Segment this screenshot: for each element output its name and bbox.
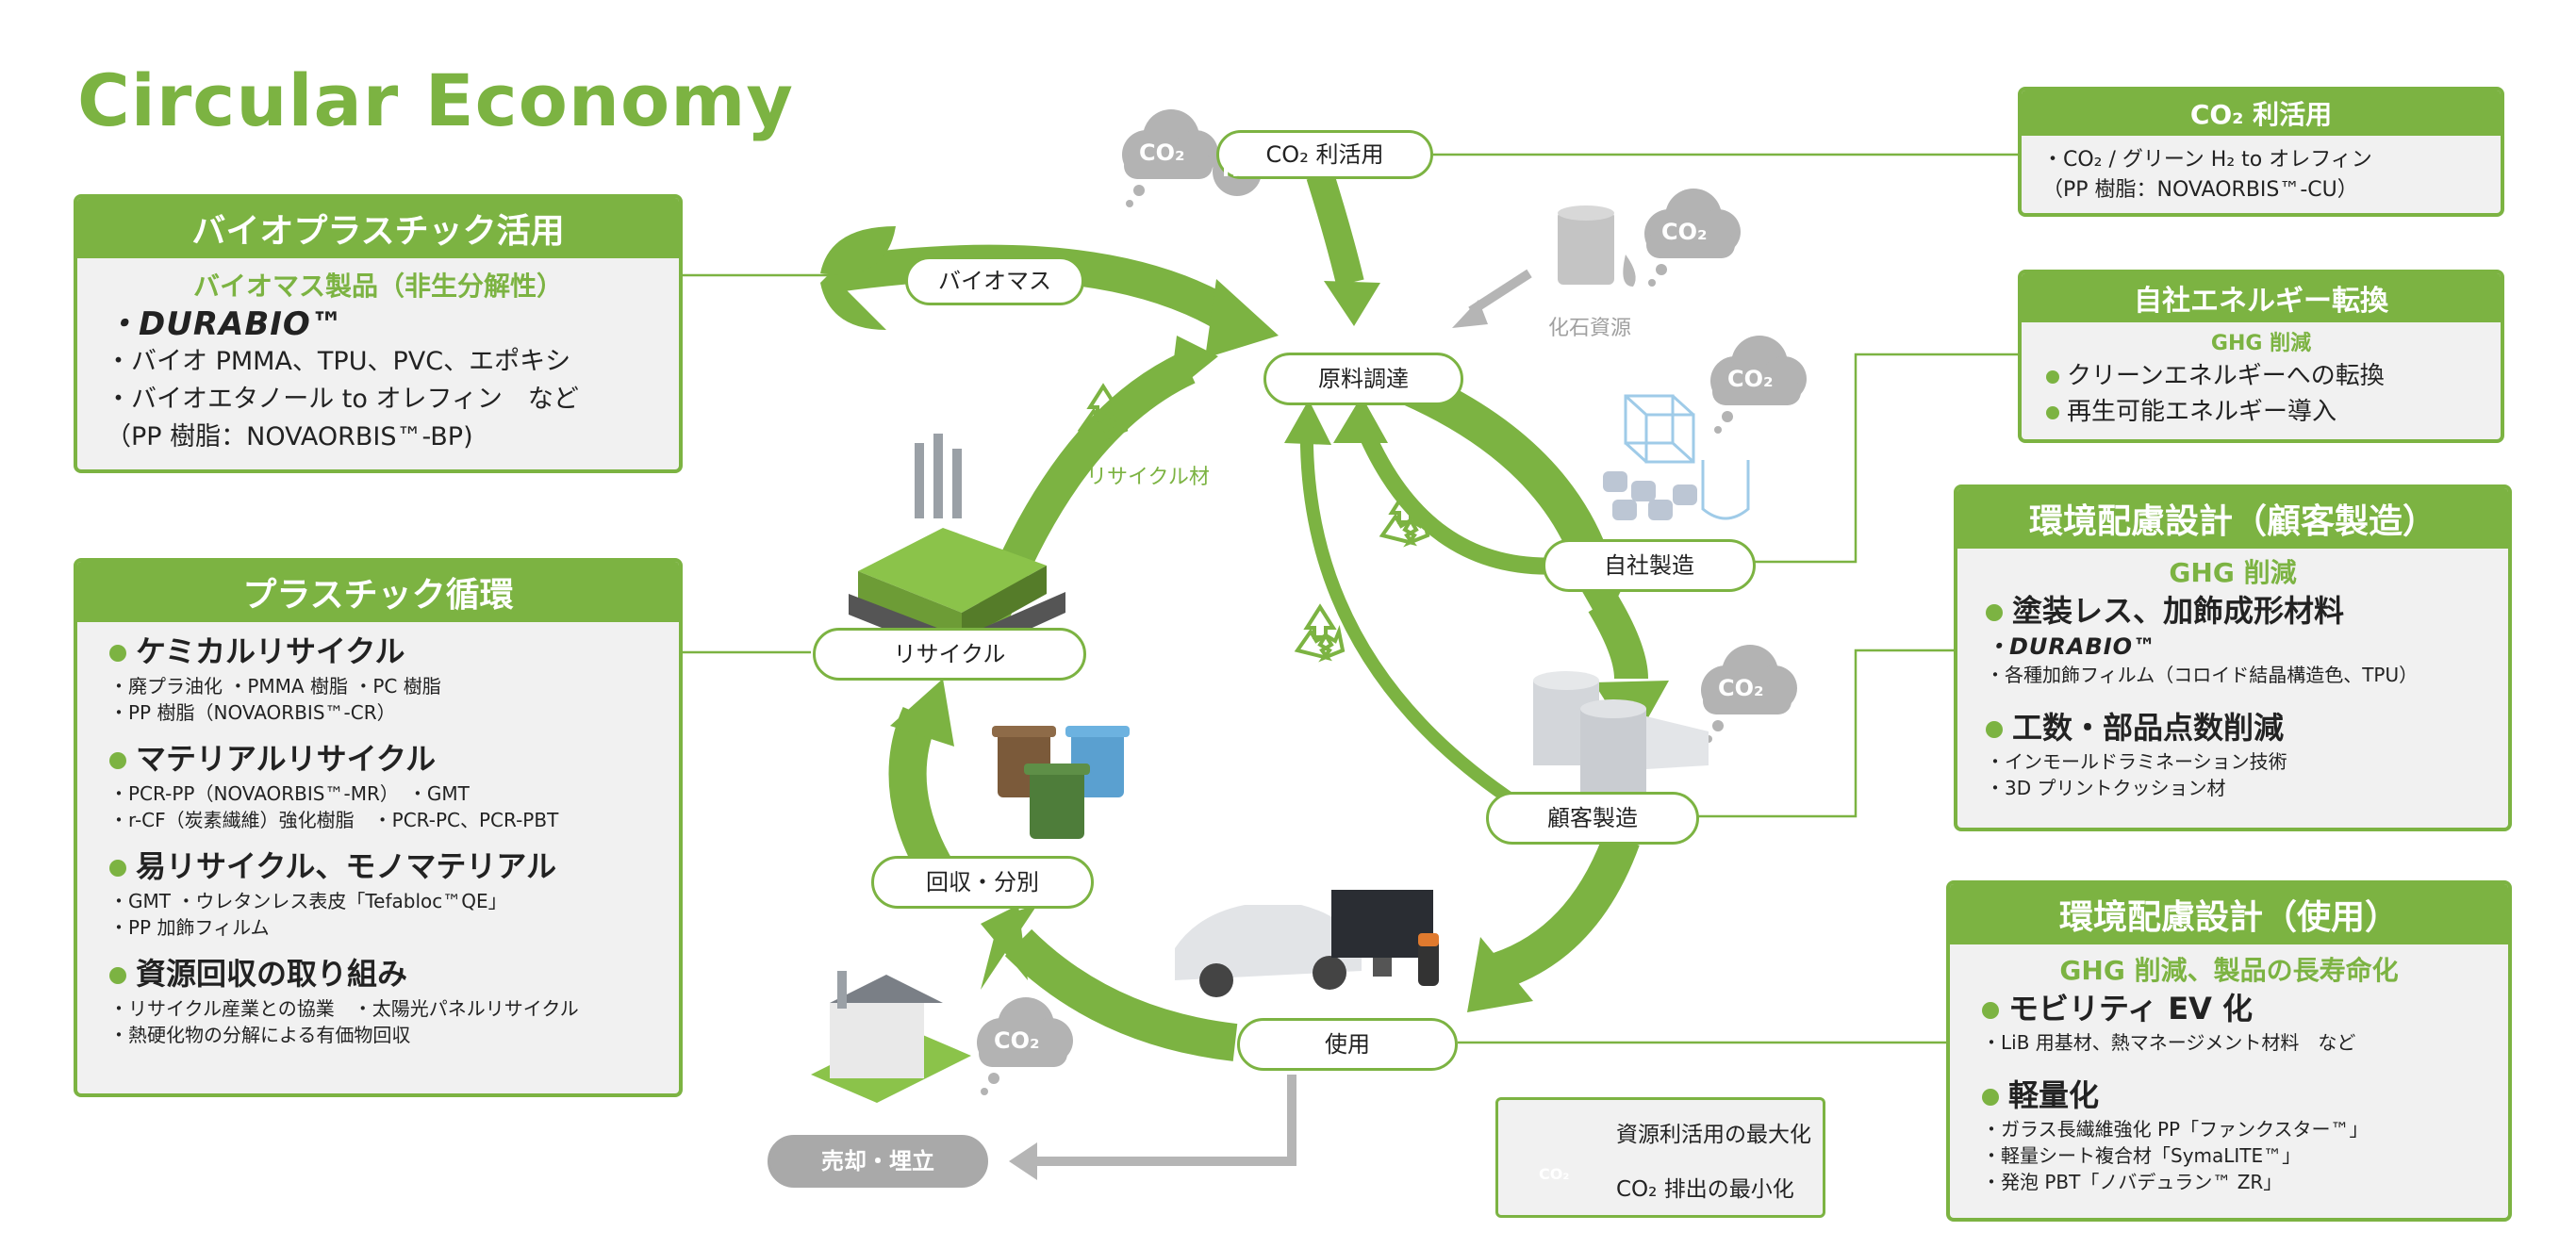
bullet-icon [2046, 405, 2059, 419]
co2-line: ・CO₂ / グリーン H₂ to オレフィン [2042, 148, 2372, 172]
energy-item: クリーンエネルギーへの転換 [2046, 358, 2501, 394]
bullet-icon [109, 752, 126, 769]
gray-arrows [1028, 269, 1532, 1166]
durabio-logo: ・DURABIO™ [106, 305, 344, 343]
co2-cloud-label: CO₂ [1727, 366, 1774, 392]
plastic-header: プラスチック循環 [77, 562, 679, 622]
node-collect-sort: 回収・分別 [871, 856, 1094, 909]
design-customer-subtitle: GHG 削減 [2169, 557, 2297, 588]
section-title: 塗装レス、加飾成形材料 [1986, 590, 2508, 632]
energy-header: 自社エネルギー転換 [2022, 273, 2501, 322]
section-line: ・リサイクル産業との協業 ・太陽光パネルリサイクル [109, 997, 579, 1020]
fossil-label: 化石資源 [1548, 317, 1632, 340]
design-customer-header: 環境配慮設計（顧客製造） [1957, 488, 2508, 549]
bio-line: ・バイオ PMMA、TPU、PVC、エポキシ [106, 347, 571, 376]
bullet-icon [1982, 1002, 1999, 1019]
recycle-bins-illustration [992, 726, 1130, 839]
energy-item: 再生可能エネルギー導入 [2046, 394, 2501, 430]
connector-lines [683, 153, 2018, 1044]
node-own-manufacture: 自社製造 [1543, 539, 1756, 592]
section-title: モビリティ EV 化 [1982, 988, 2508, 1029]
pellets-illustration [1603, 471, 1697, 520]
co2-cloud-label: CO₂ [1139, 140, 1185, 166]
leaf-illustration [820, 226, 896, 330]
design-use-header: 環境配慮設計（使用） [1950, 884, 2508, 944]
legend-cloud-label: CO₂ [1539, 1165, 1570, 1183]
co2-utilization-panel: CO₂ 利活用 ・CO₂ / グリーン H₂ to オレフィン （PP 樹脂：N… [2018, 87, 2504, 217]
bio-line: ・バイオエタノール to オレフィン など [106, 385, 579, 414]
bioplastic-header: バイオプラスチック活用 [77, 198, 679, 258]
node-customer-manufacture: 顧客製造 [1486, 792, 1699, 845]
section-line: ・ガラス長繊維強化 PP「ファンクスター™」 [1982, 1118, 2369, 1141]
products-illustration [1175, 890, 1439, 997]
legend-arrow-text: 資源利活用の最大化 [1616, 1123, 1811, 1147]
bullet-icon [2046, 369, 2059, 384]
design-use-subtitle: GHG 削減、製品の長寿命化 [2059, 955, 2399, 986]
energy-transition-panel: 自社エネルギー転換 GHG 削減 クリーンエネルギーへの転換 再生可能エネルギー… [2018, 270, 2504, 443]
section-line: ・PCR-PP（NOVAORBIS™-MR） ・GMT [109, 782, 470, 805]
co2-header: CO₂ 利活用 [2022, 90, 2501, 136]
section-line: ・PP 樹脂（NOVAORBIS™-CR） [109, 701, 396, 724]
h2-cloud-label: H₂ [1222, 158, 1249, 182]
film-rolls-illustration [1533, 671, 1709, 794]
section-title: マテリアルリサイクル [109, 737, 679, 780]
plastic-circulation-panel: プラスチック循環 ケミカルリサイクル ・廃プラ油化 ・PMMA 樹脂 ・PC 樹… [74, 558, 683, 1097]
co2-cloud-label: CO₂ [1718, 675, 1764, 701]
section-title: 易リサイクル、モノマテリアル [109, 845, 679, 888]
section-line: ・熱硬化物の分解による有価物回収 [109, 1024, 411, 1046]
section-title: ケミカルリサイクル [109, 630, 679, 673]
node-biomass: バイオマス [905, 256, 1084, 305]
section-line: ・3D プリントクッション材 [1986, 777, 2226, 799]
page-title: Circular Economy [77, 58, 794, 142]
fossil-drum-illustration [1558, 205, 1636, 287]
bioplastic-subtitle: バイオマス製品（非生分解性） [192, 271, 563, 302]
bullet-icon [1986, 721, 2003, 738]
legend-cloud-text: CO₂ 排出の最小化 [1616, 1177, 1794, 1202]
bullet-icon [109, 967, 126, 984]
chemistry-illustration [1624, 394, 1750, 520]
section-line: ・GMT ・ウレタンレス表皮「Tefabloc™QE」 [109, 890, 507, 912]
node-landfill: 売却・埋立 [768, 1135, 988, 1188]
energy-subtitle: GHG 削減 [2210, 332, 2312, 355]
bullet-icon [1982, 1089, 1999, 1106]
bullet-icon [109, 645, 126, 662]
bullet-icon [109, 860, 126, 877]
section-line: ・軽量シート複合材「SymaLITE™」 [1982, 1144, 2302, 1167]
co2-cloud-label: CO₂ [994, 1027, 1040, 1054]
bio-line: （PP 樹脂：NOVAORBIS™-BP) [106, 422, 473, 452]
recycled-material-label: リサイクル材 [1086, 466, 1210, 489]
section-line: ・廃プラ油化 ・PMMA 樹脂 ・PC 樹脂 [109, 675, 441, 698]
section-line: ・各種加飾フィルム（コロイド結晶構造色、TPU） [1986, 664, 2419, 686]
section-line: ・LiB 用基材、熱マネージメント材料 など [1982, 1031, 2356, 1054]
eco-design-use-panel: 環境配慮設計（使用） GHG 削減、製品の長寿命化 モビリティ EV 化 ・Li… [1946, 880, 2512, 1222]
landfill-building-illustration [811, 971, 971, 1103]
node-use: 使用 [1237, 1018, 1458, 1071]
section-title: 資源回収の取り組み [109, 952, 679, 995]
eco-design-customer-panel: 環境配慮設計（顧客製造） GHG 削減 塗装レス、加飾成形材料 ・DURABIO… [1954, 484, 2512, 831]
co2-line: （PP 樹脂：NOVAORBIS™-CU） [2042, 178, 2358, 202]
section-title: 工数・部品点数削減 [1986, 707, 2508, 748]
co2-cloud-label: CO₂ [1661, 219, 1708, 245]
section-title: 軽量化 [1982, 1075, 2508, 1116]
section-line: ・インモールドラミネーション技術 [1986, 750, 2287, 773]
node-co2-use: CO₂ 利活用 [1216, 130, 1433, 179]
section-line: ・発泡 PBT「ノバデュラン™ ZR」 [1982, 1171, 2283, 1193]
bioplastic-panel: バイオプラスチック活用 バイオマス製品（非生分解性） ・DURABIO™ ・バイ… [74, 194, 683, 473]
legend [1495, 1097, 1825, 1218]
node-raw-material: 原料調達 [1263, 353, 1463, 405]
bullet-icon [1986, 604, 2003, 621]
node-recycle: リサイクル [813, 628, 1086, 681]
section-line: ・r-CF（炭素繊維）強化樹脂 ・PCR-PC、PCR-PBT [109, 809, 559, 831]
section-line: ・PP 加飾フィルム [109, 916, 270, 939]
durabio-logo: ・DURABIO™ [1986, 633, 2157, 660]
